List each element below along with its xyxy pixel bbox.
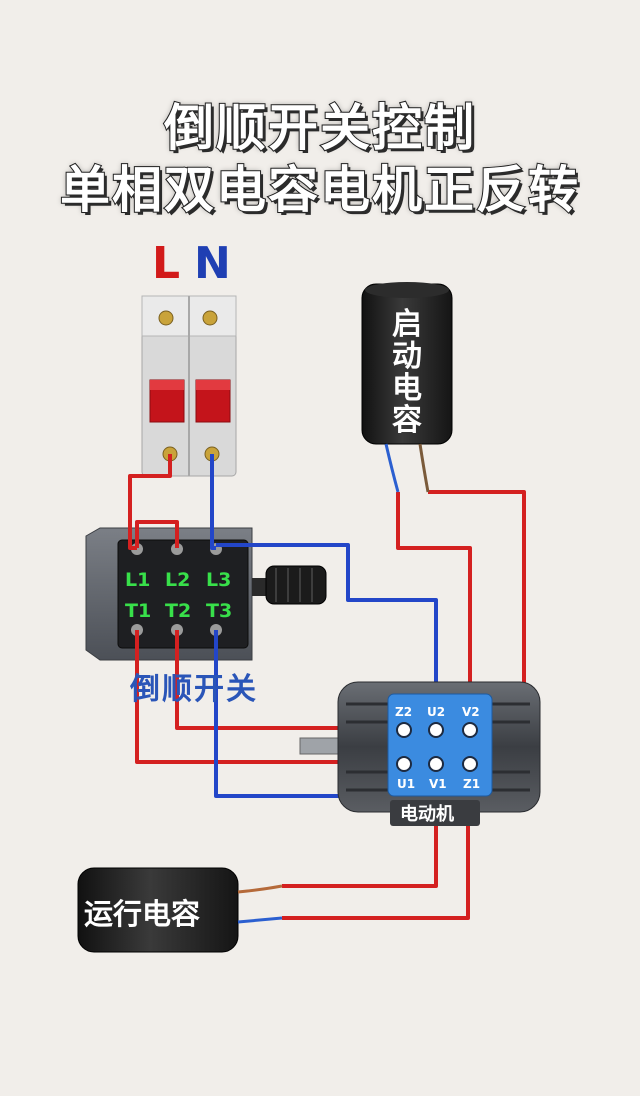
switch-label: 倒顺开关 bbox=[130, 672, 258, 707]
motor-terminal-v2 bbox=[462, 722, 478, 738]
circuit-breaker bbox=[141, 295, 237, 477]
breaker-screw-top-l bbox=[158, 310, 174, 326]
motor-name: 电动机 bbox=[400, 803, 454, 825]
live-label: L bbox=[152, 238, 181, 289]
motor bbox=[299, 681, 541, 826]
switch-terminal-t1: T1 bbox=[125, 600, 151, 622]
motor-label-z2: Z2 bbox=[395, 705, 412, 719]
motor-terminal-z2 bbox=[396, 722, 412, 738]
motor-terminal-z1 bbox=[462, 756, 478, 772]
motor-terminal-u1 bbox=[396, 756, 412, 772]
motor-terminal-u2 bbox=[428, 722, 444, 738]
run-capacitor-label: 运行电容 bbox=[84, 897, 200, 931]
switch-terminal-l2: L2 bbox=[165, 569, 190, 591]
title-line-1: 倒顺开关控制 bbox=[163, 98, 476, 158]
switch-terminal-l1: L1 bbox=[125, 569, 150, 591]
start-capacitor bbox=[361, 282, 453, 493]
run-capacitor bbox=[77, 867, 283, 953]
title-line-2: 单相双电容电机正反转 bbox=[59, 160, 580, 220]
motor-label-u1: U1 bbox=[397, 777, 415, 791]
switch-terminal-l3: L3 bbox=[206, 569, 231, 591]
motor-label-v2: V2 bbox=[462, 705, 480, 719]
start-capacitor-label-3: 电 bbox=[392, 371, 422, 406]
motor-label-v1: V1 bbox=[429, 777, 447, 791]
switch-terminal-t2: T2 bbox=[165, 600, 191, 622]
start-capacitor-label-2: 动 bbox=[392, 339, 422, 374]
motor-terminal-v1 bbox=[428, 756, 444, 772]
neutral-label: N bbox=[194, 238, 231, 289]
start-capacitor-label-1: 启 bbox=[392, 307, 422, 342]
reversing-switch bbox=[85, 527, 327, 661]
motor-label-z1: Z1 bbox=[463, 777, 480, 791]
switch-terminal-t3: T3 bbox=[206, 600, 232, 622]
motor-label-u2: U2 bbox=[427, 705, 445, 719]
start-capacitor-label-4: 容 bbox=[392, 403, 422, 438]
breaker-screw-top-n bbox=[202, 310, 218, 326]
